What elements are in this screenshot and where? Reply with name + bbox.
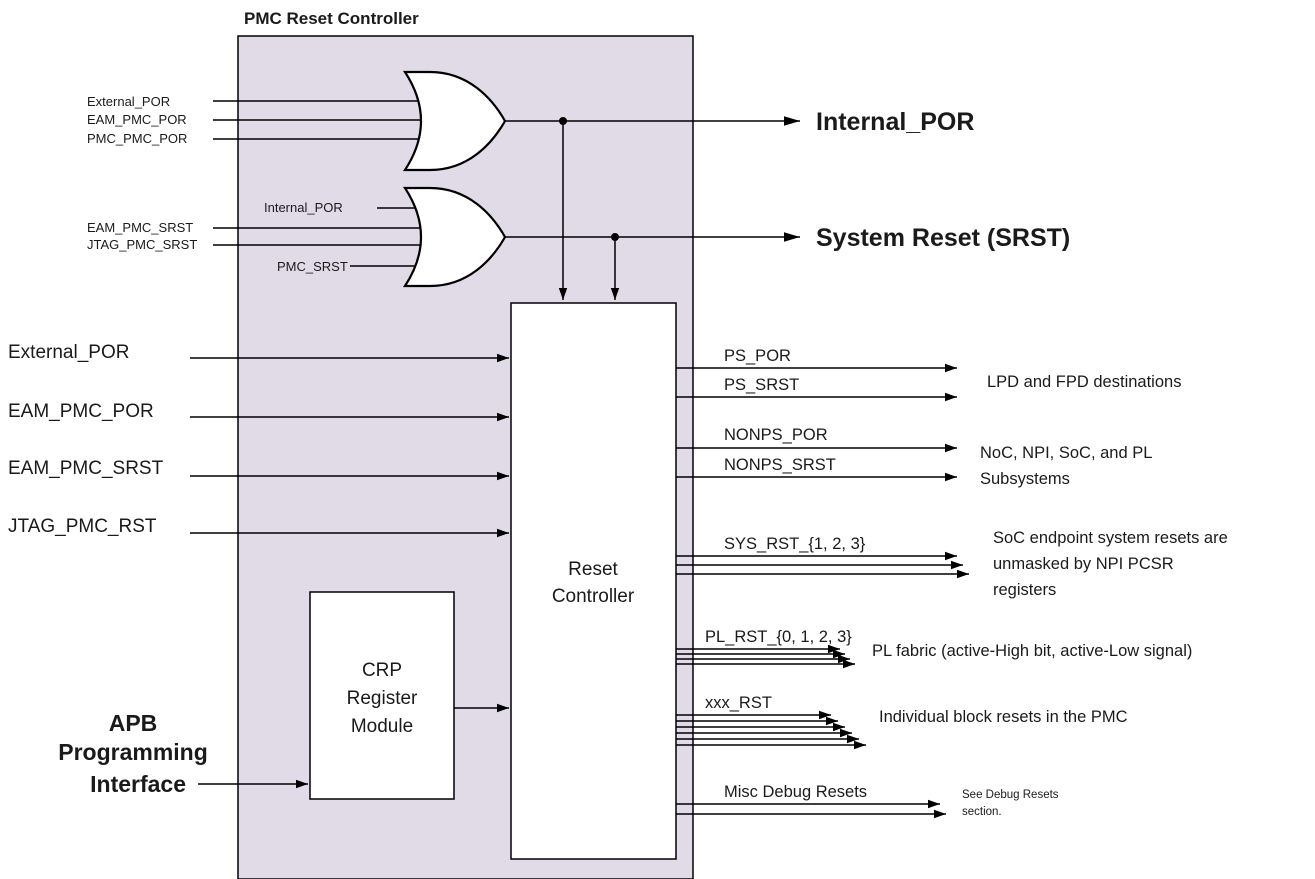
destination-label: NoC, NPI, SoC, and PL xyxy=(980,444,1152,462)
apb-label: Interface xyxy=(90,771,186,797)
reset-controller-label: Controller xyxy=(552,586,635,607)
gate1-input-label: EAM_PMC_POR xyxy=(87,112,187,127)
or-gate-1 xyxy=(402,70,507,172)
output-signal-label: NONPS_POR xyxy=(724,426,828,444)
gate2-input-label: Internal_POR xyxy=(264,200,343,215)
controller-input-label: JTAG_PMC_RST xyxy=(8,516,157,537)
output-signal-label: PS_POR xyxy=(724,347,791,365)
internal-por-output-label: Internal_POR xyxy=(816,108,974,136)
crp-register-module-box xyxy=(309,591,455,800)
gate2-input-label: JTAG_PMC_SRST xyxy=(87,237,197,252)
controller-input-label: EAM_PMC_SRST xyxy=(8,458,164,479)
controller-input-label: EAM_PMC_POR xyxy=(8,401,154,422)
output-signal-label: xxx_RST xyxy=(705,694,772,712)
gate1-input-label: PMC_PMC_POR xyxy=(87,131,187,146)
output-signal-label: Misc Debug Resets xyxy=(724,783,867,801)
destination-label: section. xyxy=(962,806,1002,818)
crp-label: Register xyxy=(347,688,418,709)
destination-label: SoC endpoint system resets are xyxy=(993,529,1228,547)
destination-label: PL fabric (active-High bit, active-Low s… xyxy=(872,642,1192,660)
apb-label: APB xyxy=(109,710,158,736)
crp-label: Module xyxy=(351,716,413,737)
controller-input-label: External_POR xyxy=(8,342,129,363)
destination-label: unmasked by NPI PCSR xyxy=(993,555,1174,573)
output-signal-label: PL_RST_{0, 1, 2, 3} xyxy=(705,628,852,646)
reset-controller-box xyxy=(510,302,677,860)
panel-title: PMC Reset Controller xyxy=(244,9,419,28)
destination-label: See Debug Resets xyxy=(962,789,1059,801)
apb-label: Programming xyxy=(58,739,208,765)
gate1-input-label: External_POR xyxy=(87,94,170,109)
output-signal-label: SYS_RST_{1, 2, 3} xyxy=(724,535,866,553)
reset-controller-label: Reset xyxy=(568,559,618,580)
destination-label: LPD and FPD destinations xyxy=(987,373,1181,391)
destination-label: registers xyxy=(993,581,1056,599)
crp-label: CRP xyxy=(362,660,402,681)
or-gate-2 xyxy=(402,186,507,288)
gate2-input-label: PMC_SRST xyxy=(277,259,348,274)
srst-output-label: System Reset (SRST) xyxy=(816,224,1070,252)
output-signal-label: PS_SRST xyxy=(724,376,799,394)
destination-label: Individual block resets in the PMC xyxy=(879,708,1128,726)
destination-label: Subsystems xyxy=(980,470,1070,488)
output-signal-label: NONPS_SRST xyxy=(724,456,836,474)
gate2-input-label: EAM_PMC_SRST xyxy=(87,220,193,235)
